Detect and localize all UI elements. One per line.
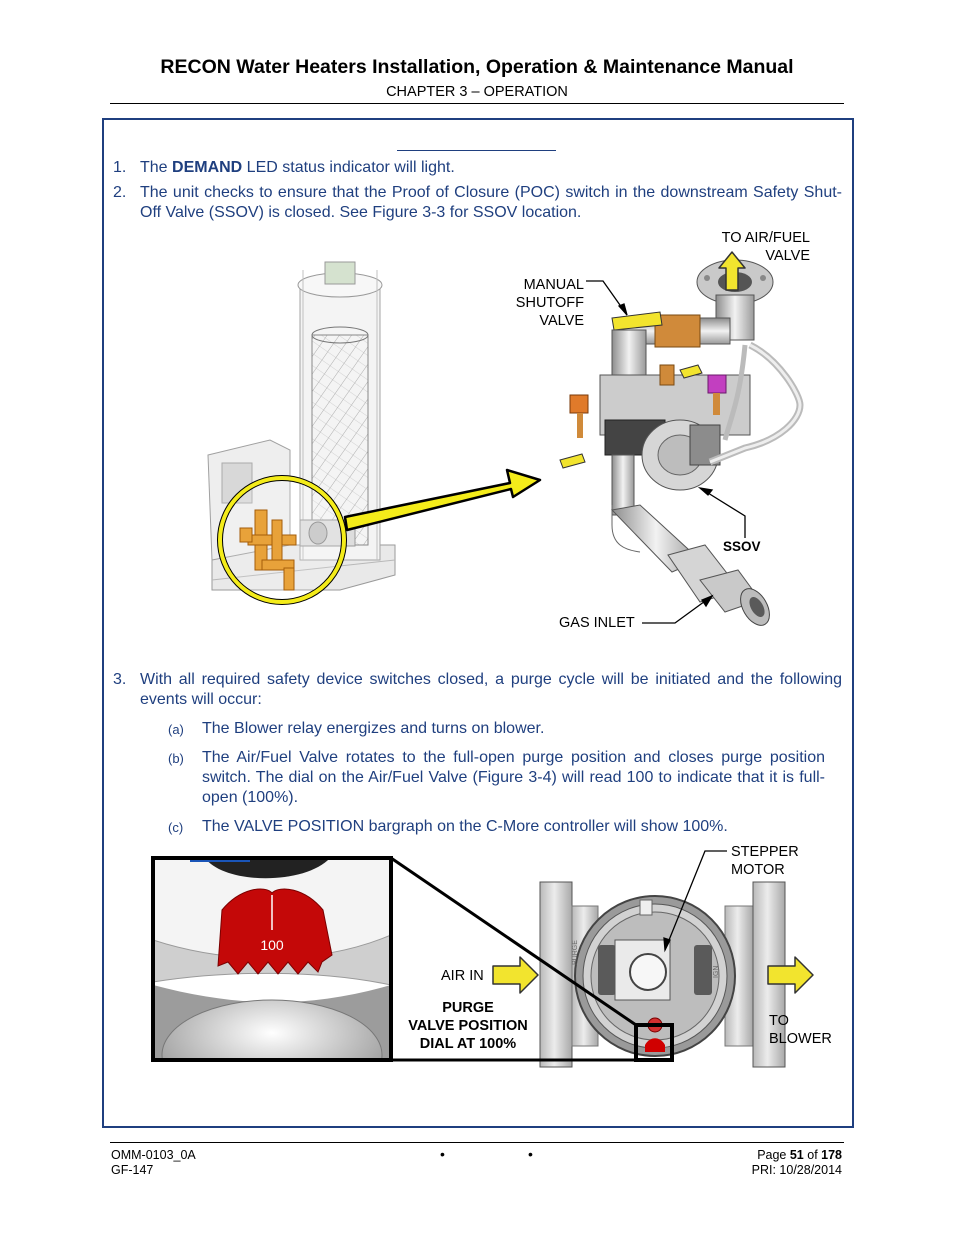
label-gas-inlet: GAS INLET: [559, 615, 635, 631]
label-line: VALVE POSITION: [408, 1018, 528, 1034]
step-number: 3.: [113, 671, 127, 688]
step-text-suffix: LED status indicator will light.: [242, 159, 455, 176]
substep-b: (b) The Air/Fuel Valve rotates to the fu…: [168, 748, 825, 808]
footer-rule: [110, 1142, 844, 1143]
step-text: The DEMAND LED status indicator will lig…: [140, 158, 842, 178]
step-text-prefix: The: [140, 159, 173, 176]
footer-pri-date: PRI: 10/28/2014: [751, 1163, 842, 1177]
label-to-air-fuel-valve: TO AIR/FUEL VALVE: [700, 229, 810, 265]
step-number: 2.: [113, 184, 127, 201]
label-to-blower: TO BLOWER: [769, 1012, 832, 1048]
substep-text: The Air/Fuel Valve rotates to the full-o…: [202, 749, 825, 806]
label-line: DIAL AT 100%: [419, 1036, 517, 1052]
substep-letter: (b): [168, 751, 184, 766]
label-line: TO AIR/FUEL: [721, 230, 810, 246]
content-frame: [102, 118, 854, 1128]
footer-doc-id: OMM-0103_0A: [111, 1148, 196, 1162]
label-line: BLOWER: [769, 1031, 832, 1047]
step-2: 2. The unit checks to ensure that the Pr…: [113, 183, 842, 223]
demand-keyword: DEMAND: [172, 159, 243, 176]
page-number: 51: [789, 1148, 804, 1162]
substep-text: The VALVE POSITION bargraph on the C-Mor…: [202, 818, 728, 835]
step-text: The unit checks to ensure that the Proof…: [140, 184, 842, 221]
label-line: SHUTOFF: [515, 295, 584, 311]
page-total: 178: [821, 1148, 842, 1162]
document-title: RECON Water Heaters Installation, Operat…: [160, 56, 794, 78]
footer-bullet: •: [440, 1146, 445, 1162]
section-heading-blank: [397, 150, 556, 151]
label-line: VALVE: [539, 313, 584, 329]
label-line: PURGE: [442, 1000, 494, 1016]
substep-c: (c) The VALVE POSITION bargraph on the C…: [168, 817, 825, 837]
page-prefix: Page: [757, 1148, 790, 1162]
label-air-in: AIR IN: [441, 968, 484, 984]
label-line: STEPPER: [731, 844, 799, 860]
footer-form-id: GF-147: [111, 1163, 154, 1177]
substep-letter: (c): [168, 820, 184, 835]
label-purge-dial: PURGE VALVE POSITION DIAL AT 100%: [398, 999, 538, 1053]
label-stepper-motor: STEPPER MOTOR: [731, 843, 799, 879]
header-rule: [110, 103, 844, 104]
label-line: MOTOR: [731, 862, 785, 878]
step-1: 1. The DEMAND LED status indicator will …: [113, 158, 842, 178]
chapter-heading: CHAPTER 3 – OPERATION: [386, 84, 568, 100]
page-of: of: [803, 1148, 822, 1162]
substep-text: The Blower relay energizes and turns on …: [202, 720, 545, 737]
step-number: 1.: [113, 159, 127, 176]
label-ssov: SSOV: [723, 539, 761, 554]
step-text: With all required safety device switches…: [140, 671, 842, 708]
label-line: MANUAL: [523, 277, 584, 293]
footer-page: Page 51 of 178: [757, 1147, 842, 1163]
substep-letter: (a): [168, 722, 184, 737]
label-line: VALVE: [765, 248, 810, 264]
label-manual-shutoff-valve: MANUAL SHUTOFF VALVE: [486, 276, 584, 330]
substep-a: (a) The Blower relay energizes and turns…: [168, 719, 825, 739]
footer-bullet: •: [528, 1146, 533, 1162]
label-line: TO: [769, 1013, 789, 1029]
step-3: 3. With all required safety device switc…: [113, 670, 842, 710]
